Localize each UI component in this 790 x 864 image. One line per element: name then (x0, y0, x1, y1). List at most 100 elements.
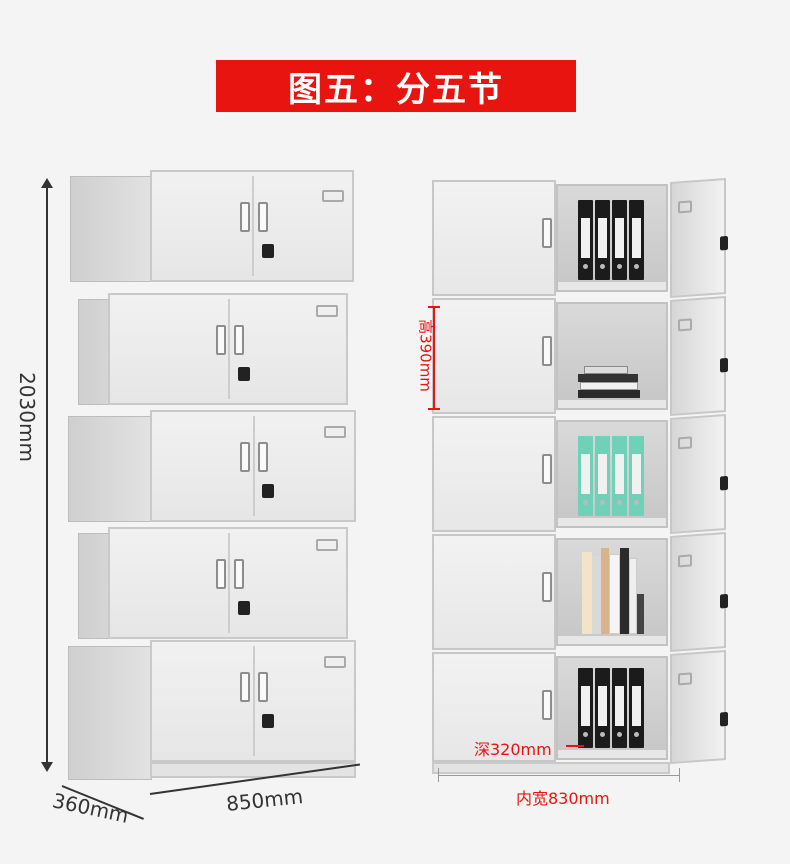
open-door[interactable] (670, 532, 728, 652)
vent-icon (322, 190, 344, 202)
inner-depth-arrow (566, 745, 584, 747)
inner-width-label: 内宽830mm (516, 789, 610, 808)
binder-icon (578, 436, 593, 516)
open-door[interactable] (670, 650, 728, 764)
door-handle-icon[interactable] (258, 202, 268, 232)
cabinet-door[interactable] (432, 180, 556, 296)
cabinet-door[interactable] (108, 293, 348, 405)
door-handle-icon[interactable] (542, 218, 552, 248)
shelf-interior (556, 656, 668, 760)
shelf-interior (556, 302, 668, 410)
vent-icon (678, 672, 692, 686)
vent-icon (678, 554, 692, 568)
book-icon (601, 548, 609, 634)
vent-icon (678, 318, 692, 332)
cabinet-door[interactable] (150, 170, 354, 282)
book-icon (592, 556, 601, 634)
vent-icon (316, 305, 338, 317)
lock-icon[interactable] (720, 235, 728, 251)
cabinet-door[interactable] (432, 298, 556, 414)
shelf-interior (556, 538, 668, 646)
cabinet-base (432, 762, 670, 774)
lock-icon[interactable] (238, 367, 250, 381)
book-stack-icon (578, 374, 638, 382)
book-icon (620, 548, 629, 634)
door-handle-icon[interactable] (234, 559, 244, 589)
open-section-3 (432, 414, 732, 534)
open-door[interactable] (670, 178, 728, 298)
door-handle-icon[interactable] (234, 325, 244, 355)
inner-width-line (438, 775, 680, 776)
door-handle-icon[interactable] (542, 572, 552, 602)
cabinet-door[interactable] (150, 640, 356, 762)
section-height-tick (428, 306, 440, 308)
cabinet-door[interactable] (108, 527, 348, 639)
door-handle-icon[interactable] (542, 454, 552, 484)
section-height-label: 高390mm (416, 319, 435, 392)
lock-icon[interactable] (262, 244, 274, 258)
binder-icon (595, 200, 610, 280)
lock-icon[interactable] (720, 475, 728, 491)
door-handle-icon[interactable] (216, 325, 226, 355)
cabinet-door[interactable] (432, 652, 556, 762)
binder-icon (595, 668, 610, 748)
depth-label: 360mm (50, 788, 131, 828)
arrow-down-icon (41, 762, 53, 772)
arrow-up-icon (41, 178, 53, 188)
cabinet-door[interactable] (432, 416, 556, 532)
height-dimension-line (46, 182, 48, 766)
binder-icon (578, 668, 593, 748)
cabinet-section-2 (78, 293, 363, 405)
open-door[interactable] (670, 296, 728, 416)
width-label: 850mm (224, 784, 305, 816)
open-section-1 (432, 178, 732, 298)
section-height-tick (428, 408, 440, 410)
cabinet-door[interactable] (150, 410, 356, 522)
door-handle-icon[interactable] (258, 442, 268, 472)
closed-cabinet (68, 165, 363, 785)
open-section-4 (432, 532, 732, 652)
binder-icon (612, 436, 627, 516)
door-handle-icon[interactable] (542, 690, 552, 720)
section-height-line (433, 307, 435, 409)
open-door[interactable] (670, 414, 728, 534)
vent-icon (316, 539, 338, 551)
shelf-interior (556, 420, 668, 528)
book-icon (637, 594, 644, 634)
door-handle-icon[interactable] (258, 672, 268, 702)
binder-icon (595, 436, 610, 516)
height-label: 2030mm (15, 372, 39, 462)
inner-width-tick (679, 768, 680, 782)
lock-icon[interactable] (720, 593, 728, 609)
door-handle-icon[interactable] (240, 442, 250, 472)
lock-icon[interactable] (720, 711, 728, 727)
door-handle-icon[interactable] (542, 336, 552, 366)
open-section-5 (432, 650, 732, 774)
door-handle-icon[interactable] (216, 559, 226, 589)
cabinet-section-4 (78, 527, 363, 639)
cabinet-section-3 (68, 410, 358, 522)
inner-depth-label: 深320mm (474, 740, 552, 759)
lock-icon[interactable] (262, 714, 274, 728)
book-icon (609, 554, 620, 634)
book-stack-icon (578, 390, 640, 398)
door-handle-icon[interactable] (240, 672, 250, 702)
door-handle-icon[interactable] (240, 202, 250, 232)
inner-width-tick (438, 768, 439, 782)
cabinet-door[interactable] (432, 534, 556, 650)
binder-icon (629, 668, 644, 748)
lock-icon[interactable] (238, 601, 250, 615)
cabinet-section-5 (68, 640, 358, 780)
open-section-2 (432, 296, 732, 416)
cabinet-section-1 (68, 170, 358, 282)
page-title: 图五：分五节 (216, 60, 576, 112)
cabinet-base (150, 762, 356, 778)
binder-icon (612, 668, 627, 748)
lock-icon[interactable] (720, 357, 728, 373)
binder-icon (578, 200, 593, 280)
binder-icon (629, 436, 644, 516)
vent-icon (678, 436, 692, 450)
vent-icon (324, 426, 346, 438)
binder-icon (612, 200, 627, 280)
lock-icon[interactable] (262, 484, 274, 498)
